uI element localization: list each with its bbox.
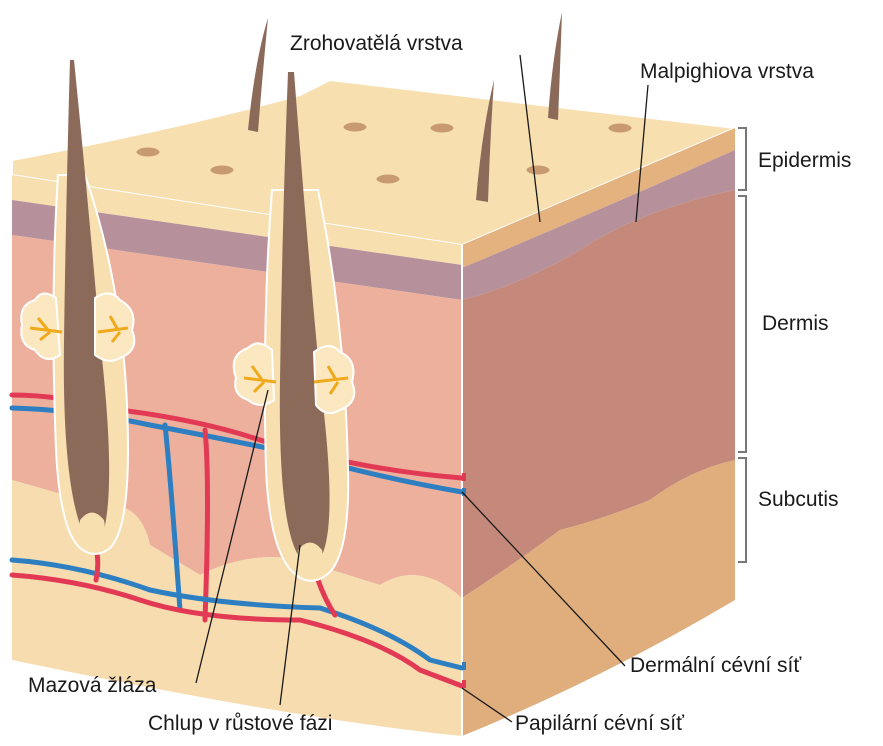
pore	[342, 121, 368, 133]
label-epidermis: Epidermis	[758, 149, 851, 172]
pore	[429, 122, 455, 134]
pore	[209, 164, 235, 176]
pore	[135, 146, 161, 158]
label-subcutis: Subcutis	[758, 488, 839, 511]
subcutis-bracket	[738, 458, 746, 562]
label-dermal-plexus: Dermální cévní síť	[630, 654, 802, 677]
label-sebaceous-gland: Mazová žláza	[28, 674, 157, 697]
dermal-artery-branch	[205, 430, 208, 620]
vessel-marker-red	[462, 473, 466, 481]
hair-tip	[548, 12, 562, 120]
vessel-marker-red	[462, 680, 466, 688]
label-growing-hair: Chlup v růstové fázi	[148, 712, 332, 735]
sebaceous-gland	[234, 343, 274, 405]
label-dermis: Dermis	[762, 312, 829, 335]
label-stratum-corneum: Zrohovatělá vrstva	[290, 32, 463, 55]
label-stratum-malpighi: Malpighiova vrstva	[640, 60, 814, 83]
label-papillary-plexus: Papilární cévní síť	[515, 712, 685, 735]
vessel-marker-blue	[462, 662, 466, 670]
epidermis-bracket	[738, 128, 746, 190]
pore	[607, 122, 633, 134]
dermis-bracket	[738, 196, 746, 452]
layer-brackets	[738, 128, 746, 562]
pore	[525, 164, 551, 176]
pore	[375, 173, 401, 185]
